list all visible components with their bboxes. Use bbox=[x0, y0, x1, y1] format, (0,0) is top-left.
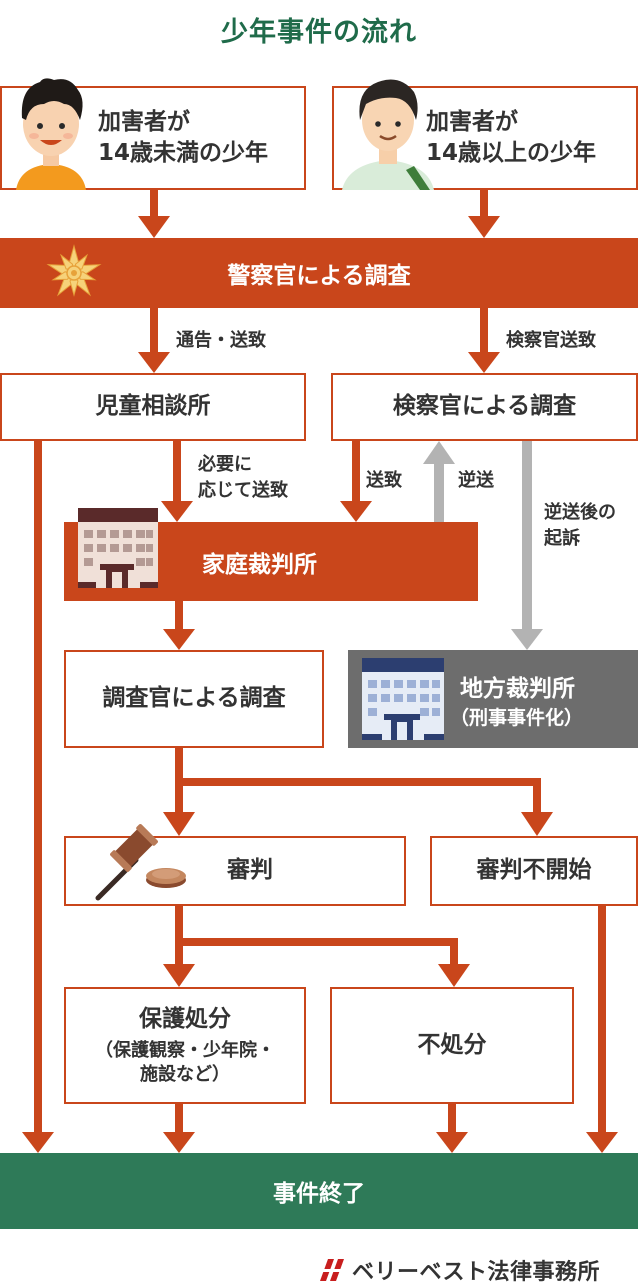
if-needed-label: 必要に 応じて送致 bbox=[198, 452, 288, 504]
if-needed-line1: 必要に bbox=[198, 454, 252, 475]
teen-avatar-icon bbox=[342, 79, 434, 190]
over14-line1: 加害者が bbox=[426, 108, 518, 135]
over14-line2: 14歳以上の少年 bbox=[426, 140, 597, 166]
no-trial-box: 審判不開始 bbox=[430, 836, 638, 906]
protective-title: 保護処分 bbox=[139, 1005, 231, 1032]
investigator-box: 調査官による調査 bbox=[64, 650, 324, 748]
send-label: 送致 bbox=[366, 470, 402, 491]
prosecutor-send-label: 検察官送致 bbox=[506, 330, 596, 351]
boy-avatar-icon bbox=[16, 78, 86, 190]
arrow-child-end bbox=[34, 441, 42, 1134]
arrow-under14-police bbox=[150, 190, 158, 218]
no-disposition-box: 不処分 bbox=[330, 987, 574, 1104]
case-end-label: 事件終了 bbox=[273, 1181, 365, 1207]
child-guidance-center-box: 児童相談所 bbox=[0, 373, 306, 441]
if-needed-line2: 応じて送致 bbox=[198, 480, 288, 502]
police-investigation-band: 警察官による調査 bbox=[0, 238, 638, 308]
firm-logo: ベリーベスト法律事務所 bbox=[318, 1254, 600, 1286]
under14-line2: 14歳未満の少年 bbox=[98, 140, 269, 166]
district-court-label: 地方裁判所 bbox=[460, 675, 575, 702]
firm-logo-text: ベリーベスト法律事務所 bbox=[352, 1260, 600, 1285]
family-court-label: 家庭裁判所 bbox=[202, 551, 317, 578]
notify-send-label: 通告・送致 bbox=[176, 330, 266, 351]
prosecutor-investigation-box: 検察官による調査 bbox=[331, 373, 638, 441]
district-court-sub: （刑事事件化） bbox=[450, 706, 584, 729]
under14-line1: 加害者が bbox=[98, 108, 190, 135]
district-court-building-icon bbox=[362, 658, 444, 740]
arrow-family-investigator bbox=[175, 601, 183, 631]
protective-disposition-box: 保護処分 （保護観察・少年院・ 施設など） bbox=[64, 987, 306, 1104]
arrow-over14-police bbox=[480, 190, 488, 218]
case-end-band: 事件終了 bbox=[0, 1153, 638, 1229]
after-reverse-label: 逆送後の 起訴 bbox=[544, 500, 616, 552]
police-label: 警察官による調査 bbox=[227, 263, 411, 289]
reverse-send-label: 逆送 bbox=[458, 470, 494, 491]
trial-label: 審判 bbox=[227, 857, 273, 884]
arrow-prosecutor-family bbox=[352, 441, 360, 503]
arrow-police-child bbox=[150, 308, 158, 354]
page-title: 少年事件の流れ bbox=[221, 17, 417, 48]
arrow-prosecutor-district bbox=[522, 441, 532, 631]
family-court-building-icon bbox=[78, 508, 158, 588]
police-emblem-icon bbox=[46, 244, 102, 297]
gavel-icon bbox=[95, 824, 186, 901]
protective-sub1: （保護観察・少年院・ bbox=[95, 1039, 275, 1061]
arrow-notrial-end bbox=[598, 906, 606, 1134]
after-reverse-line2: 起訴 bbox=[544, 528, 580, 550]
arrow-child-family bbox=[173, 441, 181, 503]
after-reverse-line1: 逆送後の bbox=[544, 502, 616, 523]
protective-sub2: 施設など） bbox=[140, 1064, 230, 1086]
arrow-reverse-send bbox=[434, 462, 444, 522]
arrow-police-prosecutor bbox=[480, 308, 488, 354]
firm-logo-mark-icon bbox=[318, 1257, 348, 1283]
